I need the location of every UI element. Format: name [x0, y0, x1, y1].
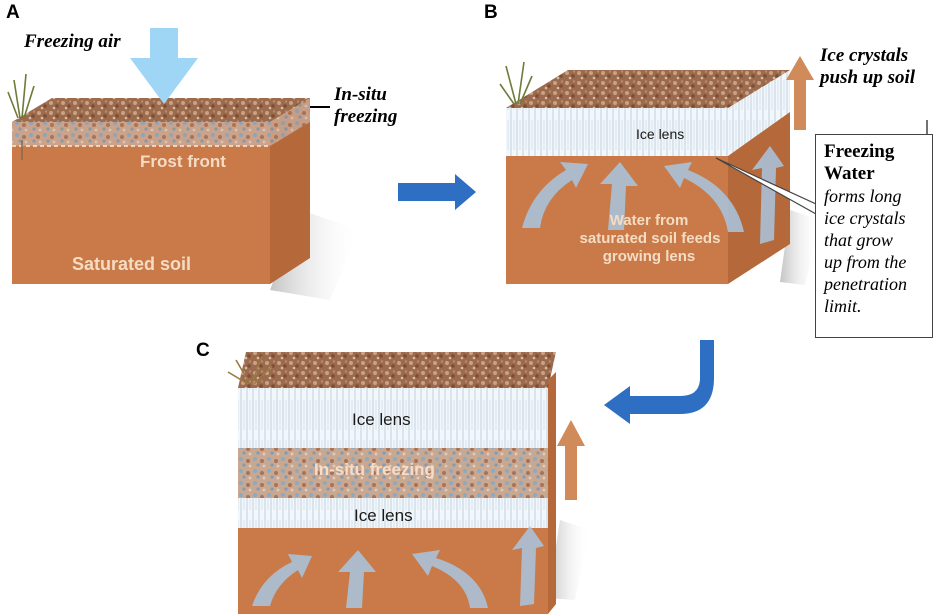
- grass-icon: [499, 61, 533, 105]
- ice-push-up-arrow: [786, 56, 814, 130]
- callout-body-line-4: up from the: [824, 252, 907, 272]
- water-flow-arrows-c: [252, 526, 544, 608]
- in-situ-label-c: In-situ freezing: [314, 460, 435, 479]
- block-c-shadow: [548, 520, 590, 600]
- panel-c: [227, 352, 590, 614]
- freezing-water-callout: Freezing Water forms long ice crystals t…: [815, 134, 933, 338]
- push-up-label-line2: push up soil: [820, 67, 916, 88]
- freezing-air-label: Freezing air: [24, 31, 121, 52]
- callout-body-line-2: ice crystals: [824, 208, 906, 228]
- saturated-soil-label: Saturated soil: [72, 254, 192, 274]
- block-a-front: [12, 122, 270, 284]
- panel-label-c: C: [196, 340, 210, 361]
- flow-arrow-2: [600, 162, 638, 230]
- flow-arrow-c-side: [512, 526, 544, 606]
- block-c-top: [238, 352, 556, 388]
- block-b-side: [728, 106, 790, 284]
- flow-arrow-c-3: [412, 550, 488, 608]
- block-a-top: [12, 98, 310, 122]
- in-situ-label-line1: In-situ: [334, 84, 387, 105]
- callout-body-line-5: penetration: [824, 274, 907, 294]
- ice-lens-b: [506, 108, 728, 156]
- in-situ-label-line2: freezing: [334, 106, 398, 127]
- ice-lens-label-c-bottom: Ice lens: [354, 506, 413, 525]
- block-b-top: [506, 70, 790, 108]
- block-c-side: [548, 372, 556, 614]
- callout-title-line1: Freezing: [824, 141, 895, 162]
- ice-lens-label-c-top: Ice lens: [352, 410, 411, 429]
- ice-lens-label-b: Ice lens: [636, 126, 685, 142]
- flow-arrow-3: [664, 162, 744, 232]
- frozen-band-a-side: [270, 98, 310, 146]
- ice-lens-c-bottom: [238, 498, 548, 528]
- frost-front-label: Frost front: [140, 152, 226, 171]
- next-arrow-a-to-b: [398, 174, 476, 210]
- in-situ-band-c: [238, 448, 548, 498]
- next-arrow-b-to-c: [604, 340, 714, 424]
- push-up-label-line1: Ice crystals: [820, 45, 909, 66]
- flow-arrow-side: [752, 146, 784, 244]
- callout-title-line2: Water: [824, 163, 875, 184]
- flow-arrow-1: [522, 162, 588, 228]
- block-a-side: [270, 98, 310, 284]
- grass-icon: [7, 73, 35, 160]
- flow-arrow-c-1: [252, 554, 312, 606]
- panel-label-a: A: [6, 2, 20, 23]
- freezing-air-arrow: [130, 28, 198, 104]
- callout-body-line-3: that grow: [824, 230, 893, 250]
- callout-body-line-6: limit.: [824, 296, 862, 316]
- flow-arrow-c-2: [338, 550, 376, 608]
- ice-lens-b-side: [728, 70, 790, 156]
- panel-b: [499, 56, 928, 285]
- water-label-line1: Water from: [609, 212, 689, 229]
- panel-label-b: B: [484, 2, 498, 23]
- ice-lens-c-top: [238, 388, 548, 448]
- callout-body-line-1: forms long: [824, 186, 902, 206]
- water-label-line3: growing lens: [602, 248, 696, 265]
- water-label-line2: saturated soil feeds: [579, 230, 721, 247]
- ice-push-up-arrow-c: [557, 420, 585, 500]
- water-flow-arrows: [522, 146, 784, 244]
- frozen-band-a: [12, 122, 270, 146]
- panel-a: [7, 28, 360, 300]
- dry-grass-icon: [227, 355, 273, 385]
